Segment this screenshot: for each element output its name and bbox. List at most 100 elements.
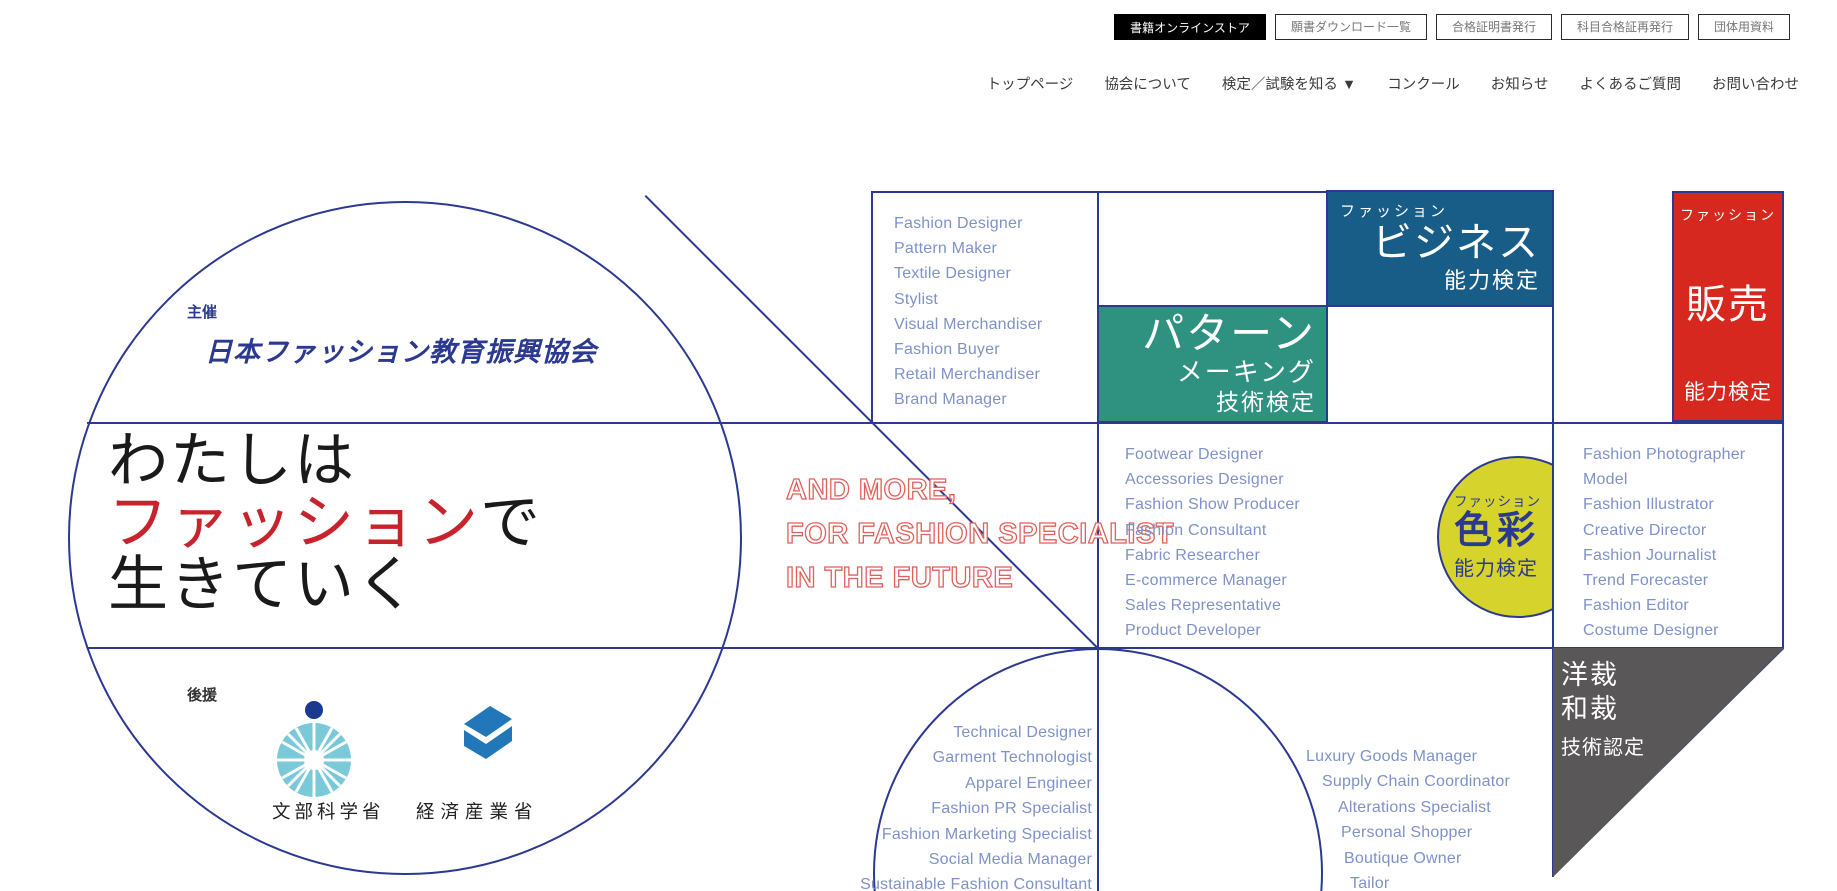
job-item: Accessories Designer bbox=[1125, 471, 1284, 489]
divider-line bbox=[87, 422, 1784, 424]
job-item: Costume Designer bbox=[1583, 622, 1719, 640]
hero-headline: わたしは ファッションで 生きていく bbox=[108, 430, 542, 616]
and-more-text: AND MORE, FOR FASHION SPECIALIST IN THE … bbox=[785, 468, 1175, 600]
and-more-line2: FOR FASHION SPECIALIST bbox=[785, 517, 1175, 550]
job-item: Trend Forecaster bbox=[1583, 572, 1709, 590]
job-item: Fashion PR Specialist bbox=[931, 800, 1092, 818]
cert-fashion-color-clip: ファッション 色彩 能力検定 bbox=[1437, 456, 1552, 622]
job-item: Fabric Researcher bbox=[1125, 546, 1261, 564]
job-item: E-commerce Manager bbox=[1125, 572, 1287, 590]
and-more-line3: IN THE FUTURE bbox=[785, 561, 1014, 594]
supporter-label: 後援 bbox=[187, 687, 218, 704]
job-item: Supply Chain Coordinator bbox=[1322, 773, 1511, 791]
sponsor-meti-label: 経済産業省 bbox=[416, 801, 539, 822]
topbar: 書籍オンラインストア願書ダウンロード一覧合格証明書発行科目合格証再発行団体用資料 bbox=[1114, 14, 1790, 40]
job-item: Model bbox=[1583, 471, 1628, 489]
topbar-button[interactable]: 科目合格証再発行 bbox=[1560, 14, 1689, 40]
cert-fashion-business-box[interactable]: ファッション ビジネス 能力検定 bbox=[1326, 190, 1554, 307]
job-item: Boutique Owner bbox=[1344, 849, 1462, 867]
job-item: Fashion Photographer bbox=[1583, 446, 1746, 463]
topbar-button[interactable]: 団体用資料 bbox=[1697, 14, 1790, 40]
headline-line1: わたしは bbox=[108, 426, 356, 496]
headline-accent: ファッション bbox=[108, 488, 480, 558]
divider-line bbox=[1097, 191, 1099, 891]
job-item: Sales Representative bbox=[1125, 597, 1282, 615]
job-item: Fashion Designer bbox=[894, 215, 1023, 232]
job-item: Fashion Illustrator bbox=[1583, 496, 1714, 514]
topbar-button[interactable]: 合格証明書発行 bbox=[1435, 14, 1552, 40]
nav-item[interactable]: よくあるご質問 bbox=[1579, 77, 1682, 93]
job-item: Textile Designer bbox=[894, 265, 1012, 283]
cert-fashion-color-box[interactable]: ファッション 色彩 能力検定 bbox=[1437, 456, 1552, 618]
nav-item[interactable]: 協会について bbox=[1104, 77, 1191, 93]
job-item: Alterations Specialist bbox=[1338, 798, 1491, 816]
main-nav: トップページ 協会について 検定／試験を知る ▼ コンクール お知らせ よくあるご質問 お問… bbox=[987, 73, 1799, 94]
headline-line2-rest: で bbox=[480, 488, 542, 558]
nav-item[interactable]: お問い合わせ bbox=[1712, 77, 1799, 93]
divider-line bbox=[1552, 190, 1554, 877]
organizer-label: 主催 bbox=[187, 304, 218, 321]
and-more-line1: AND MORE, bbox=[785, 473, 957, 506]
job-item: Fashion Consultant bbox=[1125, 521, 1267, 539]
job-item: Fashion Journalist bbox=[1583, 546, 1717, 564]
cert-fashion-sales-box[interactable]: ファッション 販売 能力検定 bbox=[1672, 191, 1784, 422]
job-item: Garment Technologist bbox=[932, 749, 1092, 767]
job-item: Apparel Engineer bbox=[965, 774, 1092, 792]
cert-prefix: ファッション bbox=[1340, 203, 1449, 220]
headline-line3: 生きていく bbox=[108, 550, 418, 620]
job-item: Visual Merchandiser bbox=[894, 315, 1043, 333]
job-item: Fashion Buyer bbox=[894, 341, 1000, 359]
cert-title: 洋裁 bbox=[1561, 660, 1619, 690]
job-item: Technical Designer bbox=[953, 724, 1092, 741]
nav-item[interactable]: お知らせ bbox=[1490, 77, 1549, 93]
cert-category: 技術検定 bbox=[1216, 389, 1316, 415]
cert-prefix: ファッション bbox=[1680, 207, 1776, 223]
job-item: Personal Shopper bbox=[1341, 824, 1473, 842]
divider-line bbox=[871, 191, 873, 424]
cert-category: 能力検定 bbox=[1684, 381, 1772, 404]
mext-logo-icon bbox=[277, 701, 351, 797]
job-item: Social Media Manager bbox=[928, 851, 1092, 869]
cert-category: 能力検定 bbox=[1454, 558, 1538, 580]
cert-category: 能力検定 bbox=[1443, 268, 1540, 293]
job-item: Luxury Goods Manager bbox=[1306, 748, 1478, 765]
job-item: Brand Manager bbox=[894, 391, 1007, 409]
job-item: Footwear Designer bbox=[1125, 446, 1264, 463]
hero-circle-outline bbox=[68, 201, 742, 875]
job-item: Fashion Marketing Specialist bbox=[881, 825, 1092, 843]
job-item: Pattern Maker bbox=[894, 240, 998, 258]
cert-prefix: ファッション bbox=[1454, 494, 1541, 509]
topbar-button[interactable]: 願書ダウンロード一覧 bbox=[1274, 14, 1427, 40]
job-item: Tailor bbox=[1350, 875, 1390, 891]
cert-title: パターン bbox=[1142, 310, 1316, 357]
divider-line bbox=[872, 191, 1553, 193]
job-item: Creative Director bbox=[1583, 521, 1707, 539]
meti-logo-icon bbox=[464, 706, 512, 759]
job-item: Fashion Editor bbox=[1583, 597, 1689, 615]
nav-item[interactable]: トップページ bbox=[986, 77, 1074, 93]
cert-pattern-making-box[interactable]: パターン メーキング 技術検定 bbox=[1097, 305, 1328, 423]
organizer-name: 日本ファッション教育振興協会 bbox=[205, 337, 597, 367]
cert-title: 和裁 bbox=[1561, 694, 1619, 724]
topbar-button[interactable]: 書籍オンラインストア bbox=[1114, 14, 1266, 40]
cert-dressmaking-box[interactable]: 洋裁 和裁 技術認定 bbox=[1553, 648, 1784, 877]
nav-item[interactable]: コンクール bbox=[1387, 77, 1460, 93]
cert-subtitle: メーキング bbox=[1176, 357, 1316, 387]
sponsor-mext-label: 文部科学省 bbox=[272, 801, 385, 822]
divider-line bbox=[87, 647, 1784, 649]
job-item: Stylist bbox=[894, 290, 939, 308]
job-item: Retail Merchandiser bbox=[894, 366, 1041, 384]
cert-title: 色彩 bbox=[1454, 510, 1541, 552]
cert-title: 販売 bbox=[1686, 282, 1770, 327]
cert-title: ビジネス bbox=[1372, 221, 1540, 265]
nav-item[interactable]: 検定／試験を知る ▼ bbox=[1221, 77, 1357, 93]
job-item: Product Developer bbox=[1125, 622, 1261, 640]
headline-line2: ファッションで bbox=[108, 492, 542, 554]
job-item: Fashion Show Producer bbox=[1125, 496, 1300, 514]
